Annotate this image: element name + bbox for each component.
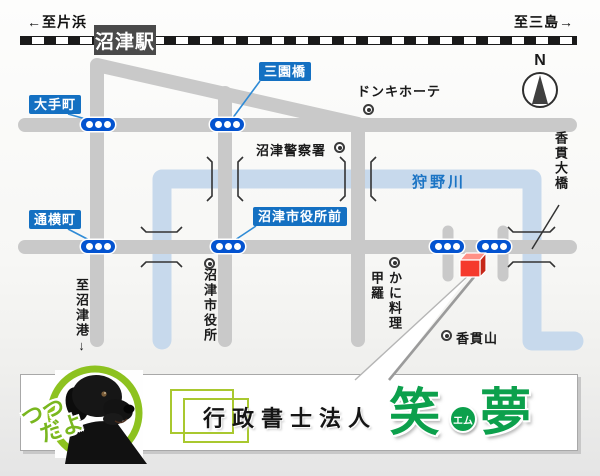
donki-marker-icon xyxy=(363,104,374,115)
bridge-mark xyxy=(370,156,377,202)
bridge-mark xyxy=(339,156,346,202)
kanuki-bridge-pointer-line xyxy=(531,204,560,250)
signal-dot xyxy=(224,243,232,250)
cube-top-face xyxy=(459,252,487,261)
signal-label-misonobashi: 三園橋 xyxy=(259,62,312,81)
direction-to-numazu-port: 至沼津港↓ xyxy=(74,278,89,355)
place-city-hall: 沼津市役所 xyxy=(202,268,217,343)
place-kanuki-yama: 香貫山 xyxy=(456,331,499,346)
road-station-diagonal xyxy=(90,58,365,347)
numazu-station-label: 沼津駅 xyxy=(94,25,156,55)
signal-dot xyxy=(214,121,222,128)
signal-dot xyxy=(215,243,223,250)
railway-line xyxy=(20,36,577,45)
signal-dot xyxy=(94,243,102,250)
kano-river-label: 狩野川 xyxy=(412,174,467,191)
compass-circle xyxy=(522,72,558,108)
compass-needle xyxy=(532,75,548,104)
traffic-signal-near-office-west xyxy=(430,240,464,253)
signal-dot xyxy=(223,121,231,128)
company-name-second-char: 夢 xyxy=(480,384,532,441)
signal-dot xyxy=(443,243,451,250)
company-name-reading-badge: エム xyxy=(449,405,477,433)
signal-label-toriyokocho: 通横町 xyxy=(29,210,82,229)
signal-dot xyxy=(232,121,240,128)
signal-dot xyxy=(499,243,507,250)
traffic-signal-toriyokocho xyxy=(81,240,115,253)
office-location-cube-icon xyxy=(459,252,487,278)
signal-label-otemachi: 大手町 xyxy=(29,95,82,114)
place-police-station: 沼津警察署 xyxy=(256,143,327,158)
traffic-signal-shiyakusho-mae xyxy=(211,240,245,253)
signal-dot xyxy=(233,243,241,250)
signal-dot xyxy=(481,243,489,250)
crab-restaurant-marker-icon xyxy=(389,257,400,268)
bridge-mark xyxy=(206,156,213,202)
place-crab-restaurant-koura: 甲羅 xyxy=(369,271,384,301)
kano-river-shape xyxy=(152,169,584,351)
signal-dot xyxy=(103,243,111,250)
banner-deco-rectangle xyxy=(170,389,234,434)
signal-dot xyxy=(103,121,111,128)
signal-dot xyxy=(434,243,442,250)
bridge-mark xyxy=(140,226,183,233)
place-kanuki-bridge: 香貫大橋 xyxy=(553,131,568,191)
place-donki: ドンキホーテ xyxy=(357,84,442,99)
bridge-mark xyxy=(507,226,556,233)
traffic-signal-otemachi xyxy=(81,118,115,131)
compass-north-label: N xyxy=(534,52,546,69)
cube-front-face xyxy=(459,259,481,278)
bridge-mark xyxy=(507,261,556,268)
signal-dot xyxy=(490,243,498,250)
direction-to-mishima: 至三島→ xyxy=(514,14,574,30)
cube-right-face xyxy=(479,252,487,278)
bridge-mark xyxy=(237,156,244,202)
police-marker-icon xyxy=(334,142,345,153)
signal-dot xyxy=(85,121,93,128)
banner-deco-rectangle xyxy=(183,398,249,443)
signal-label-pointers xyxy=(67,80,261,243)
kanuki-yama-marker-icon xyxy=(441,330,452,341)
traffic-signal-near-office-east xyxy=(477,240,511,253)
signal-dot xyxy=(452,243,460,250)
signal-dot xyxy=(94,121,102,128)
company-name-first-char: 笑 xyxy=(389,384,441,441)
traffic-signal-misonobashi xyxy=(210,118,244,131)
signal-dot xyxy=(85,243,93,250)
company-prefix-text: 行政書士法人 xyxy=(203,406,378,431)
place-crab-cuisine: かに料理 xyxy=(387,271,402,331)
pointer-misonobashi xyxy=(231,80,261,120)
direction-to-katahama: ←至片浜 xyxy=(27,14,87,30)
signal-label-shiyakusho-mae: 沼津市役所前 xyxy=(253,207,348,226)
bridge-mark xyxy=(140,261,183,268)
